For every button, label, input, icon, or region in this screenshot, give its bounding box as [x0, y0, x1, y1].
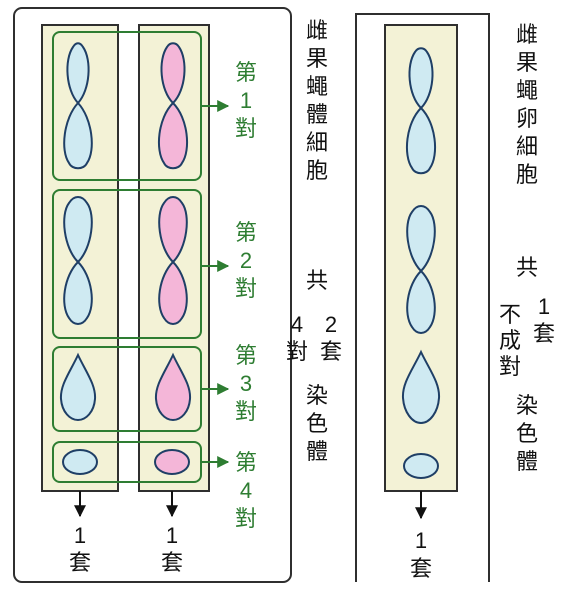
svg-text:細: 細 — [306, 130, 328, 155]
svg-text:共: 共 — [306, 268, 328, 293]
right-panel-frame — [355, 13, 490, 582]
svg-text:染: 染 — [516, 393, 538, 418]
svg-text:胞: 胞 — [516, 162, 538, 187]
svg-text:對: 對 — [235, 116, 257, 141]
svg-text:第: 第 — [235, 343, 257, 368]
svg-text:2: 2 — [240, 248, 252, 273]
svg-text:胞: 胞 — [306, 158, 328, 183]
svg-text:2: 2 — [325, 312, 337, 337]
svg-text:第: 第 — [235, 450, 257, 475]
svg-text:對: 對 — [235, 506, 257, 531]
chromosome-blue-pair3 — [59, 352, 97, 422]
svg-text:蠅: 蠅 — [516, 78, 538, 103]
svg-text:果: 果 — [516, 50, 538, 75]
chromosome-right-3 — [401, 349, 441, 425]
svg-text:1: 1 — [538, 294, 550, 319]
svg-text:體: 體 — [306, 439, 328, 464]
chromosome-pink-pair2-upper — [158, 196, 188, 264]
chromosome-pink-pair3 — [154, 352, 192, 422]
svg-text:1: 1 — [240, 88, 252, 113]
set-label-2-unit: 套 — [161, 550, 183, 575]
svg-text:染: 染 — [306, 383, 328, 408]
svg-text:蠅: 蠅 — [306, 74, 328, 99]
chromosome-pink-pair2-lower — [158, 260, 188, 325]
svg-text:雌: 雌 — [306, 18, 328, 43]
svg-text:卵: 卵 — [516, 106, 538, 131]
chromosome-pink-pair4 — [154, 449, 190, 475]
right-set-number: 1 — [415, 528, 427, 553]
svg-text:體: 體 — [306, 102, 328, 127]
set-label-1-unit: 套 — [69, 550, 91, 575]
svg-text:對: 對 — [286, 339, 308, 364]
right-title: 雌 果 蠅 卵 細 胞 — [516, 22, 538, 187]
set-label-1-number: 1 — [74, 523, 86, 548]
chromosome-right-2-upper — [406, 205, 436, 273]
set-label-2-number: 1 — [166, 523, 178, 548]
svg-text:套: 套 — [533, 321, 555, 346]
svg-text:細: 細 — [516, 134, 538, 159]
pair-label-3: 第 3 對 — [235, 343, 257, 424]
chromosome-blue-pair2-upper — [63, 196, 93, 264]
svg-text:色: 色 — [516, 421, 538, 446]
chromosome-blue-pair1-upper — [66, 42, 90, 105]
svg-text:第: 第 — [235, 220, 257, 245]
pair-box-2 — [52, 189, 202, 339]
pair-label-1: 第 1 對 — [235, 60, 257, 141]
left-title: 雌 果 蠅 體 細 胞 — [306, 18, 328, 183]
chromosome-pink-pair1-upper — [160, 42, 186, 105]
svg-text:套: 套 — [320, 339, 342, 364]
svg-text:成: 成 — [499, 328, 521, 353]
pair-label-4: 第 4 對 — [235, 450, 257, 531]
right-set-unit: 套 — [410, 556, 432, 581]
chromosome-right-1-upper — [408, 47, 434, 110]
chromosome-right-1-lower — [406, 106, 436, 175]
svg-text:共: 共 — [516, 255, 538, 280]
svg-text:色: 色 — [306, 411, 328, 436]
svg-text:3: 3 — [240, 371, 252, 396]
chromosome-blue-pair4 — [62, 449, 98, 475]
svg-text:4: 4 — [240, 478, 252, 503]
chromosome-blue-pair2-lower — [63, 260, 93, 325]
svg-text:對: 對 — [235, 399, 257, 424]
chromosome-blue-pair1-lower — [63, 101, 93, 170]
pair-label-2: 第 2 對 — [235, 220, 257, 301]
svg-text:雌: 雌 — [516, 22, 538, 47]
svg-text:不: 不 — [499, 302, 521, 327]
right-summary: 共 不 成 對 1 套 染 色 體 — [499, 255, 555, 474]
chromosome-right-2-lower — [406, 269, 436, 334]
svg-text:體: 體 — [516, 449, 538, 474]
left-summary: 共 4 對 2 套 染 色 體 — [286, 268, 342, 464]
svg-text:對: 對 — [235, 276, 257, 301]
chromosome-pink-pair1-lower — [158, 101, 188, 170]
svg-text:4: 4 — [291, 312, 303, 337]
chromosome-right-4 — [403, 453, 439, 479]
svg-text:第: 第 — [235, 60, 257, 85]
svg-text:對: 對 — [499, 354, 521, 379]
svg-text:果: 果 — [306, 46, 328, 71]
